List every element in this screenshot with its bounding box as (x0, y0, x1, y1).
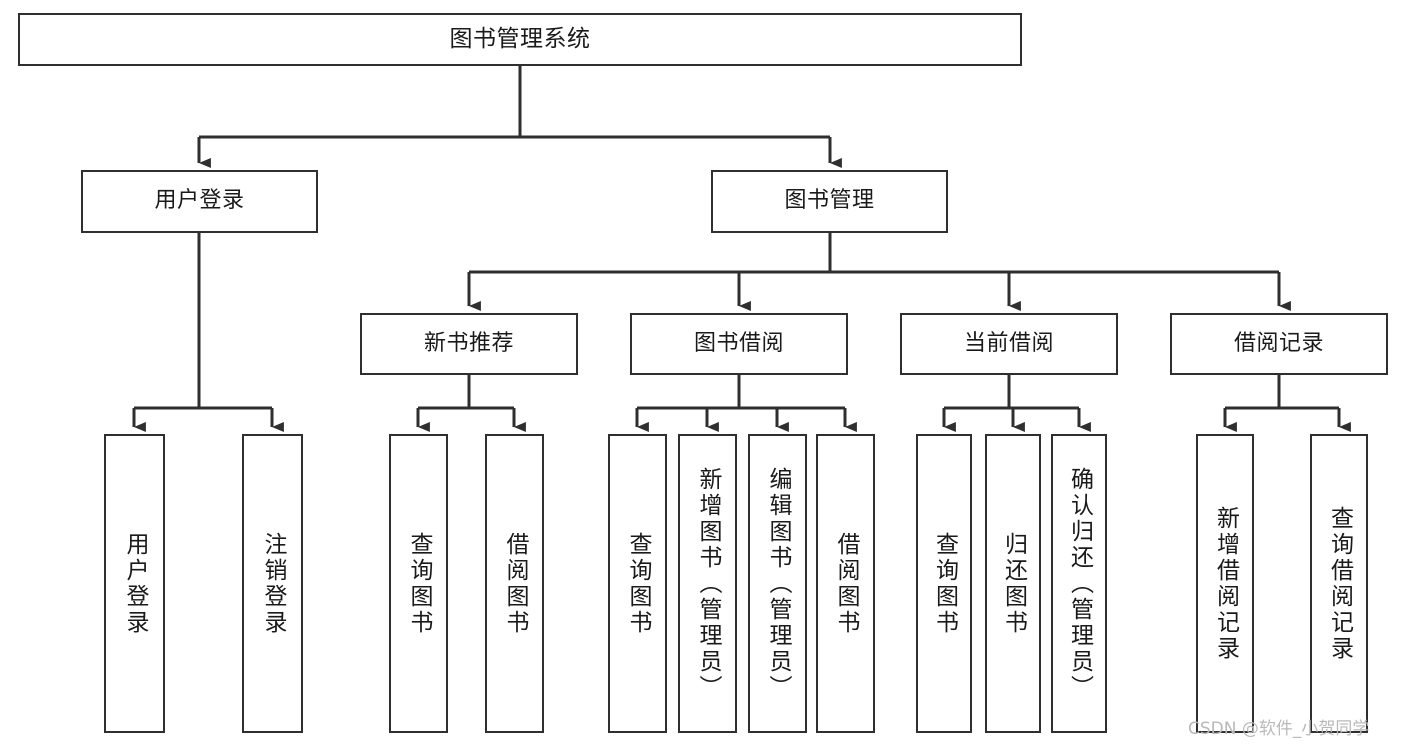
node-leaf-user-login[interactable]: 用户登录 (104, 434, 165, 733)
node-leaf-borrow-book-1-label: 借阅图书 (502, 531, 528, 636)
node-leaf-query-record[interactable]: 查询借阅记录 (1310, 434, 1368, 733)
node-user-login[interactable]: 用户登录 (81, 170, 318, 233)
node-user-login-label: 用户登录 (154, 188, 245, 214)
node-leaf-edit-book[interactable]: 编辑图书（管理员） (748, 434, 807, 733)
node-book-borrow-label: 图书借阅 (693, 330, 784, 356)
node-book-manage[interactable]: 图书管理 (711, 170, 948, 233)
node-leaf-logout-label: 注销登录 (260, 531, 286, 636)
csdn-watermark: CSDN @软件_小贺同学 (1188, 719, 1370, 739)
node-leaf-query-book-2[interactable]: 查询图书 (608, 434, 667, 733)
node-leaf-borrow-book-2[interactable]: 借阅图书 (816, 434, 875, 733)
node-leaf-borrow-book-1[interactable]: 借阅图书 (485, 434, 544, 733)
node-leaf-add-book[interactable]: 新增图书（管理员） (678, 434, 737, 733)
node-leaf-logout[interactable]: 注销登录 (242, 434, 303, 733)
node-current-borrow[interactable]: 当前借阅 (900, 313, 1118, 375)
node-root[interactable]: 图书管理系统 (18, 13, 1022, 66)
node-leaf-return-book[interactable]: 归还图书 (985, 434, 1041, 733)
node-book-borrow[interactable]: 图书借阅 (630, 313, 848, 375)
node-leaf-add-record-label: 新增借阅记录 (1212, 505, 1239, 662)
node-root-label: 图书管理系统 (449, 25, 591, 52)
node-leaf-add-book-label: 新增图书（管理员） (695, 466, 721, 701)
node-book-manage-label: 图书管理 (784, 188, 875, 214)
node-leaf-confirm-return-label: 确认归还（管理员） (1066, 466, 1093, 701)
node-new-book-recommend-label: 新书推荐 (423, 330, 514, 356)
node-borrow-record-label: 借阅记录 (1233, 330, 1324, 356)
node-leaf-confirm-return[interactable]: 确认归还（管理员） (1051, 434, 1107, 733)
node-leaf-return-book-label: 归还图书 (1000, 531, 1027, 636)
node-leaf-add-record[interactable]: 新增借阅记录 (1196, 434, 1254, 733)
node-leaf-query-book-2-label: 查询图书 (625, 531, 651, 636)
node-leaf-query-book-1[interactable]: 查询图书 (389, 434, 448, 733)
node-leaf-query-book-3[interactable]: 查询图书 (916, 434, 972, 733)
node-leaf-query-record-label: 查询借阅记录 (1326, 505, 1353, 662)
node-new-book-recommend[interactable]: 新书推荐 (360, 313, 578, 375)
node-leaf-query-book-3-label: 查询图书 (931, 531, 958, 636)
node-leaf-query-book-1-label: 查询图书 (406, 531, 432, 636)
node-leaf-borrow-book-2-label: 借阅图书 (833, 531, 859, 636)
node-borrow-record[interactable]: 借阅记录 (1170, 313, 1388, 375)
node-leaf-edit-book-label: 编辑图书（管理员） (765, 466, 791, 701)
node-leaf-user-login-label: 用户登录 (122, 531, 148, 636)
node-current-borrow-label: 当前借阅 (963, 330, 1054, 356)
